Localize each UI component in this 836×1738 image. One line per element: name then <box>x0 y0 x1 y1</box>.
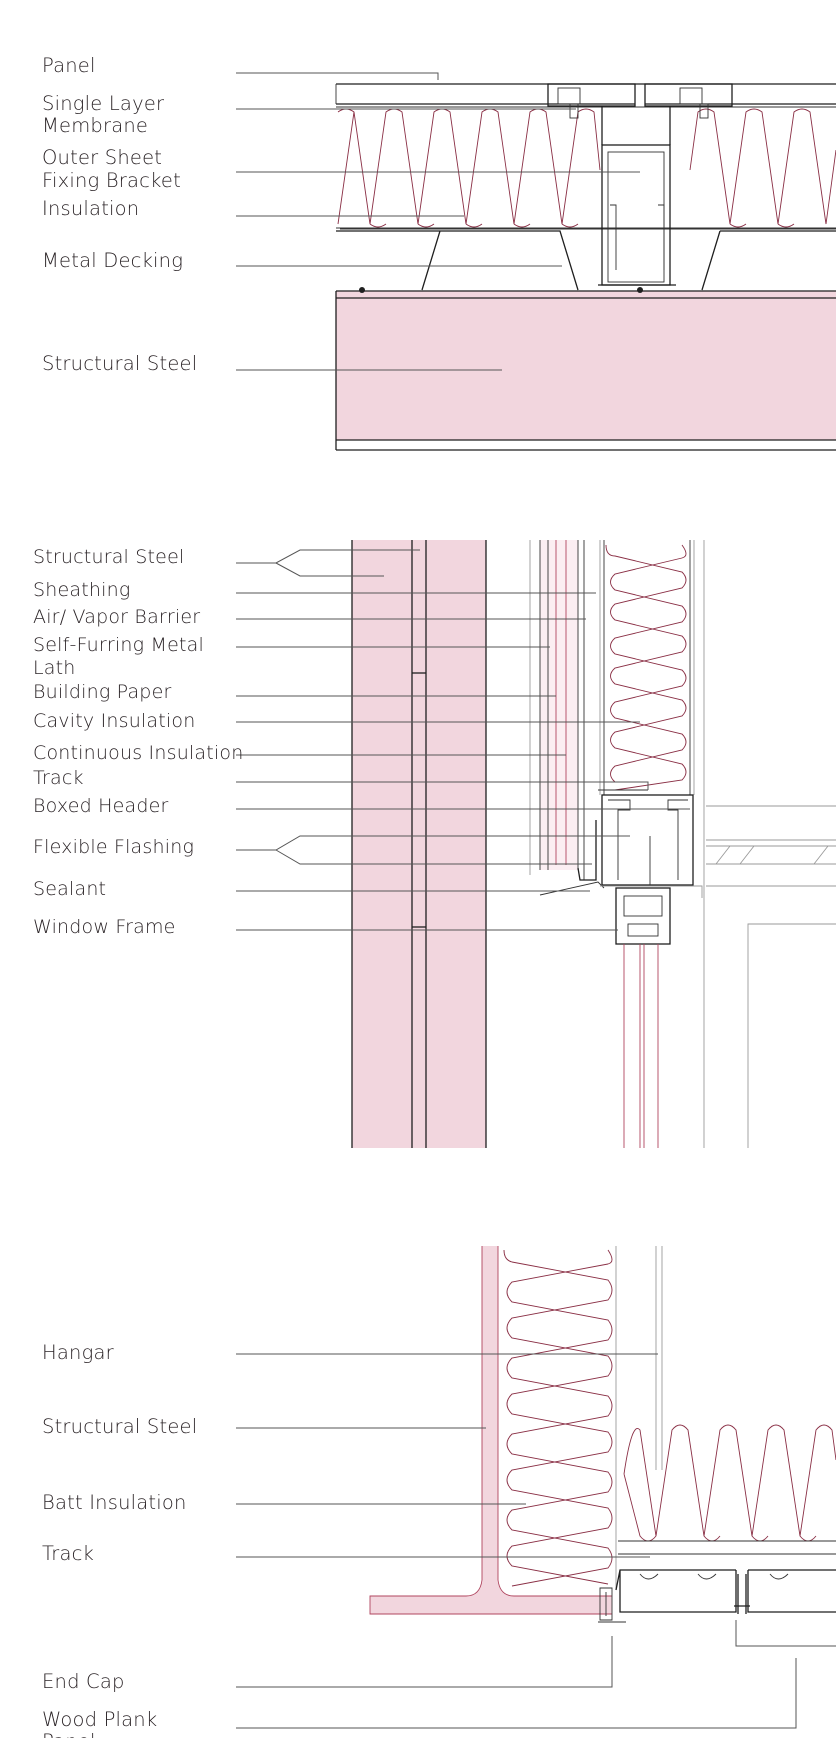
label-cavity-insulation: Cavity Insulation <box>33 710 195 732</box>
roof-insulation-pattern <box>337 108 836 225</box>
roof-structural-steel <box>336 291 836 440</box>
label-roof-structural-steel: Structural Steel <box>42 352 197 375</box>
label-sheathing: Sheathing <box>33 579 130 601</box>
flexible-flashing <box>577 820 597 881</box>
label-fixing-bracket: Fixing Bracket <box>42 169 181 192</box>
label-floor-track: Track <box>42 1542 94 1565</box>
cavity-insulation-pattern <box>605 544 687 791</box>
label-window-frame: Window Frame <box>33 916 176 938</box>
label-boxed-header: Boxed Header <box>33 795 169 817</box>
wall-structural-steel <box>352 540 486 1148</box>
label-single-layer: Single Layer <box>42 92 164 115</box>
label-building-paper: Building Paper <box>33 681 171 703</box>
metal-decking <box>336 230 836 291</box>
floor-track <box>615 1569 836 1613</box>
label-continuous-insulation: Continuous Insulation <box>33 742 243 764</box>
label-metal-decking: Metal Decking <box>42 249 183 272</box>
label-panel-cut-off: Panel <box>42 1730 96 1738</box>
label-lath: Lath <box>33 657 76 679</box>
label-wall-structural-steel: Structural Steel <box>33 546 184 568</box>
label-outer-sheet: Outer Sheet <box>42 146 162 169</box>
label-sealant: Sealant <box>33 878 106 900</box>
label-floor-structural-steel: Structural Steel <box>42 1415 197 1438</box>
floor-structural-steel <box>370 1246 612 1614</box>
label-wood-plank: Wood Plank <box>42 1708 157 1731</box>
label-wall-track: Track <box>33 767 84 789</box>
label-hangar: Hangar <box>42 1341 114 1364</box>
batt-insulation-pattern <box>503 1249 613 1587</box>
label-panel: Panel <box>42 54 96 77</box>
label-flexible-flashing: Flexible Flashing <box>33 836 194 858</box>
wall-continuous-insulation <box>540 540 578 870</box>
label-membrane: Membrane <box>42 114 148 137</box>
wall-detail: Structural Steel Sheathing Air/ Vapor Ba… <box>33 540 836 1148</box>
roof-detail: Panel Single Layer Membrane Outer Sheet … <box>42 54 836 451</box>
label-end-cap: End Cap <box>42 1670 125 1693</box>
label-insulation: Insulation <box>42 197 139 220</box>
label-batt-insulation: Batt Insulation <box>42 1491 187 1514</box>
end-cap <box>599 1587 613 1621</box>
window-frame <box>615 887 671 945</box>
boxed-header <box>601 794 694 886</box>
label-air-vapor-barrier: Air/ Vapor Barrier <box>33 606 200 628</box>
label-self-furring-metal: Self-Furring Metal <box>33 634 204 656</box>
floor-detail: Hangar Structural Steel Batt Insulation … <box>42 1246 836 1738</box>
fixing-bracket <box>601 144 671 286</box>
